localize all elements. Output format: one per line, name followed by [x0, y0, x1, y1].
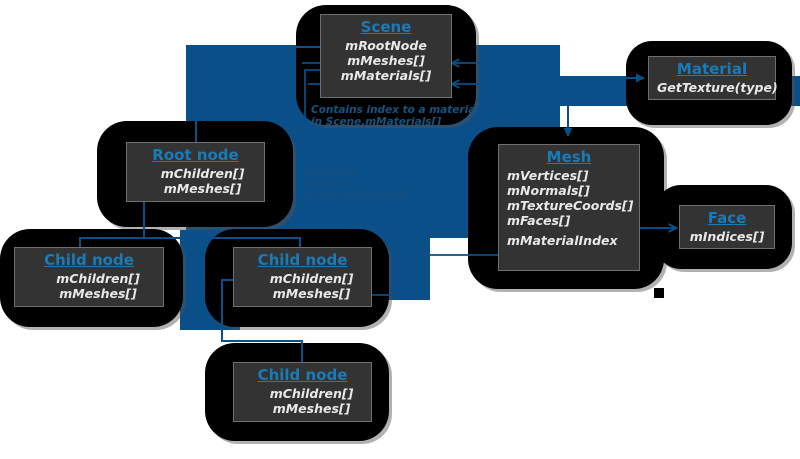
attr-gettexture: GetTexture(type) [657, 80, 778, 95]
node-rootnode-attrs: mChildren[] mMeshes[] [135, 166, 256, 196]
node-face-attrs: mIndices[] [688, 229, 766, 244]
node-child-3-attrs: mChildren[] mMeshes[] [242, 386, 363, 416]
attr-mtexturecoords: mTextureCoords[] [507, 198, 634, 213]
attr-mnormals: mNormals[] [507, 183, 590, 198]
node-child-3-title: Child node [257, 366, 348, 384]
attr-mrootnode: mRootNode [345, 38, 427, 53]
attr-mfaces: mFaces[] [507, 213, 571, 228]
attr-mmeshes: mMeshes[] [347, 53, 425, 68]
node-material-title: Material [676, 60, 748, 78]
attr-child3-mchildren: mChildren[] [269, 386, 354, 401]
node-mesh-attrs: mVertices[] mNormals[] mTextureCoords[] … [507, 168, 634, 248]
attr-mmaterials: mMaterials[] [340, 68, 432, 83]
node-child-1-attrs: mChildren[] mMeshes[] [23, 271, 155, 301]
line-materialindex-feeder [304, 69, 320, 130]
node-child-3[interactable]: Child node mChildren[] mMeshes[] [233, 362, 372, 422]
plate-notch [654, 288, 664, 298]
attr-rootnode-mmeshes: mMeshes[] [163, 181, 242, 196]
node-scene-attrs: mRootNode mMeshes[] mMaterials[] [329, 38, 443, 83]
attr-mvertices: mVertices[] [507, 168, 589, 183]
node-rootnode[interactable]: Root node mChildren[] mMeshes[] [126, 142, 265, 202]
attr-child3-mmeshes: mMeshes[] [272, 401, 351, 416]
attr-child2-mmeshes: mMeshes[] [272, 286, 351, 301]
attr-mmaterialindex: mMaterialIndex [507, 233, 618, 248]
node-child-1-title: Child node [44, 251, 134, 269]
node-material[interactable]: Material GetTexture(type) [648, 56, 778, 100]
node-face[interactable]: Face mIndices[] [679, 205, 775, 249]
attr-mindices: mIndices[] [689, 229, 765, 244]
attr-rootnode-mchildren: mChildren[] [160, 166, 245, 181]
line-scene-rootnode [191, 46, 336, 161]
node-scene-title: Scene [360, 18, 412, 36]
attr-child1-mchildren: mChildren[] [56, 271, 140, 286]
attr-child1-mmeshes: mMeshes[] [59, 286, 137, 301]
node-child-1[interactable]: Child node mChildren[] mMeshes[] [14, 247, 164, 307]
node-child-2-title: Child node [257, 251, 348, 269]
attr-child2-mchildren: mChildren[] [269, 271, 354, 286]
node-face-title: Face [707, 209, 747, 227]
node-rootnode-title: Root node [152, 146, 239, 164]
node-child-2-attrs: mChildren[] mMeshes[] [242, 271, 363, 301]
node-child-2[interactable]: Child node mChildren[] mMeshes[] [233, 247, 372, 307]
node-scene[interactable]: Scene mRootNode mMeshes[] mMaterials[] [320, 14, 452, 98]
node-material-attrs: GetTexture(type) [657, 80, 778, 95]
node-mesh-title: Mesh [546, 148, 592, 166]
node-mesh[interactable]: Mesh mVertices[] mNormals[] mTextureCoor… [498, 144, 640, 271]
